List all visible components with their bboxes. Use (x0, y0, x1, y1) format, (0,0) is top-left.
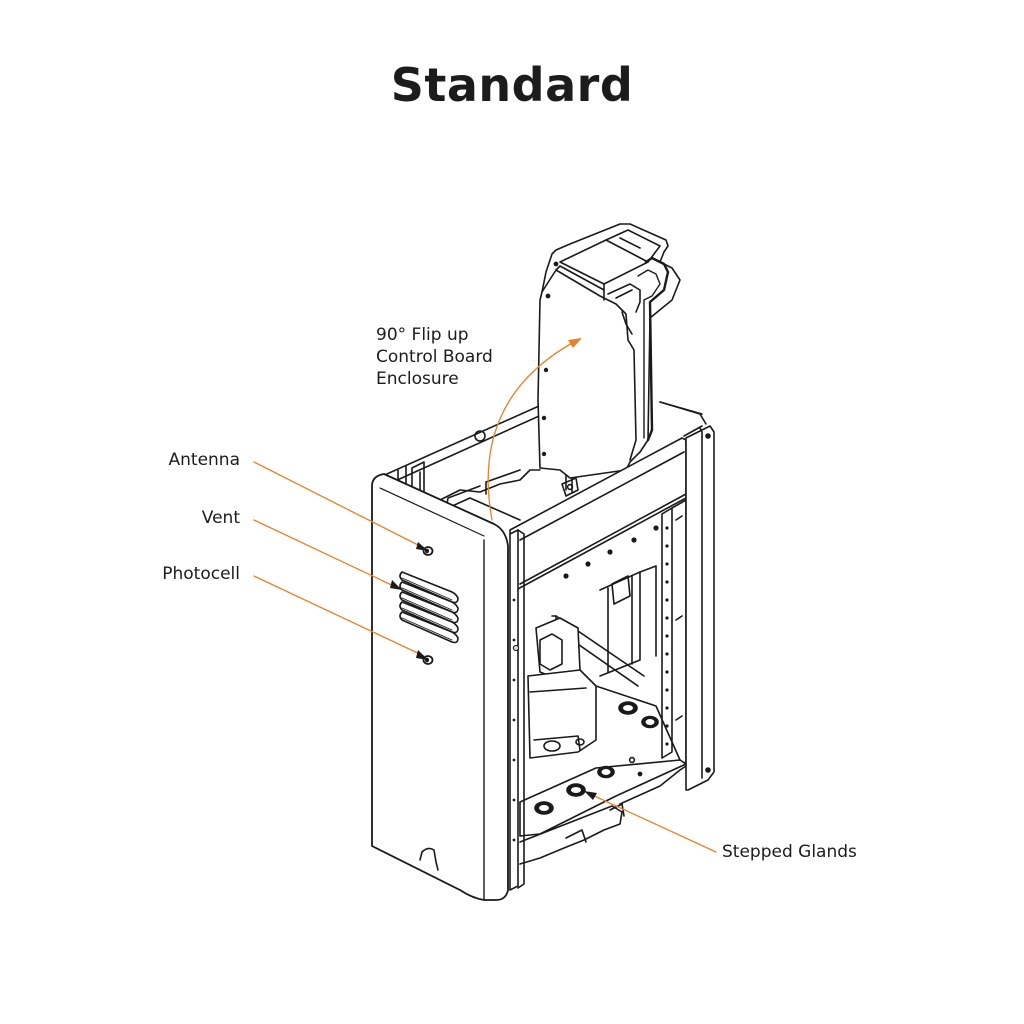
antenna-arrowhead (416, 542, 428, 551)
vent-callout: Vent (201, 508, 240, 528)
interior-components (519, 565, 687, 865)
flip-up-callout: 90° Flip up Control Board Enclosure (376, 324, 493, 390)
stepped-glands-arrowhead (584, 791, 597, 800)
flip-up-callout-line-3: Enclosure (376, 369, 459, 389)
left-side-wall (371, 473, 509, 901)
vent-arrowhead (390, 580, 402, 590)
flip-arrow-arc (487, 341, 575, 521)
front-left-rail (509, 529, 525, 891)
antenna-leader (253, 461, 425, 549)
stepped-glands-leader (589, 793, 717, 853)
control-board-enclosure (537, 223, 681, 497)
vent-leader (253, 519, 399, 589)
flip-up-callout-line-2: Control Board (376, 347, 493, 367)
photocell-leader (253, 575, 425, 657)
flip-arrowhead (568, 338, 582, 348)
leader-lines (253, 341, 717, 853)
leader-arrowheads (390, 338, 597, 800)
stepped-glands-callout: Stepped Glands (722, 842, 857, 862)
photocell-callout: Photocell (162, 564, 240, 584)
page-title: Standard (390, 58, 634, 112)
flip-up-callout-line-1: 90° Flip up (376, 325, 469, 345)
vent-louvers (399, 571, 459, 644)
antenna-callout: Antenna (168, 450, 241, 470)
photocell-arrowhead (416, 650, 428, 660)
right-side-wall (685, 425, 715, 791)
